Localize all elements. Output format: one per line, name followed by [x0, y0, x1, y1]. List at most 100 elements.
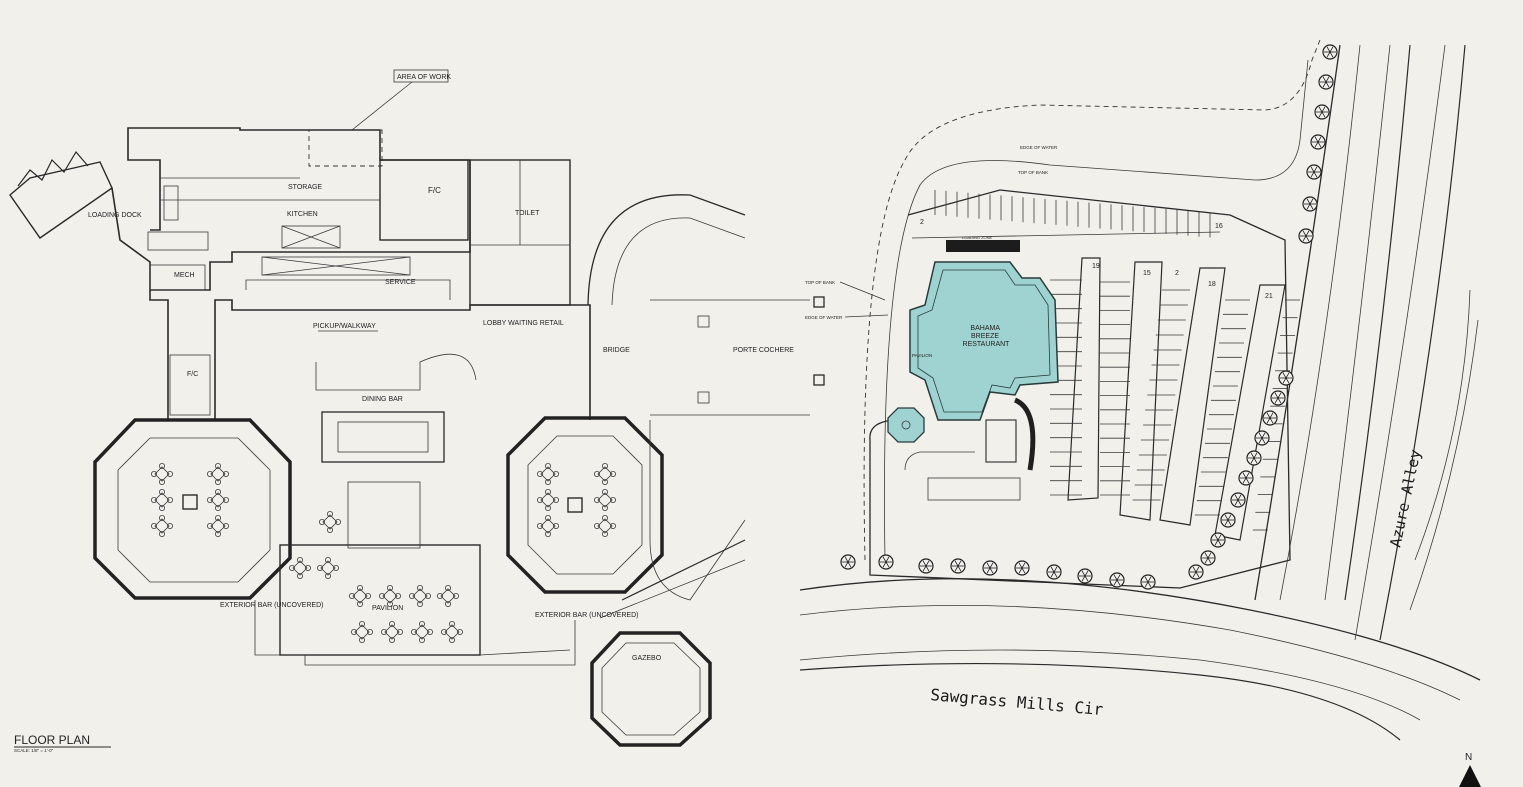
dining-bar-label: DINING BAR	[362, 396, 403, 403]
tree-icon	[950, 558, 966, 574]
bridge-label: BRIDGE	[603, 347, 630, 354]
dining-octagon-right	[506, 416, 664, 594]
tree-icon	[1278, 370, 1294, 386]
edge-of-water-top-label: EDGE OF WATER	[1020, 145, 1058, 150]
loading-zone-label: LOADING ZONE	[962, 235, 993, 240]
tree-icon	[1302, 196, 1318, 212]
restaurant-label-line2: BREEZE	[971, 333, 999, 340]
tree-icon	[918, 558, 934, 574]
table-19	[350, 621, 373, 644]
tree-icon	[840, 554, 856, 570]
lobby-label: LOBBY WAITING RETAIL	[483, 320, 564, 327]
table-10	[594, 462, 617, 485]
area-of-work-boundary	[308, 129, 383, 167]
mech-label: MECH	[174, 272, 195, 279]
toilet-label: TOILET	[515, 210, 540, 217]
tree-icon	[1322, 44, 1338, 60]
floor-plan: AREA OF WORK LOADING DOCK STORAGE KITCHE…	[9, 69, 810, 753]
table-15	[348, 585, 371, 608]
access-ramp	[1013, 397, 1036, 471]
column-right	[567, 497, 583, 513]
tree-icon	[1230, 492, 1246, 508]
tree-icon	[878, 554, 894, 570]
column-left	[182, 494, 198, 510]
floor-plan-title: FLOOR PLAN	[14, 733, 90, 747]
fc-top-label: F/C	[428, 186, 441, 195]
site-plan: EDGE OF WATER TOP OF BANK TOP OF BANK ED…	[799, 39, 1481, 787]
site-pavilion-label: PAVILION	[912, 353, 932, 358]
area-of-work-label: AREA OF WORK	[397, 74, 451, 81]
porte-cochere-label: PORTE COCHERE	[733, 347, 794, 354]
table-17	[408, 585, 431, 608]
table-20	[380, 621, 403, 644]
top-of-bank-left-label: TOP OF BANK	[805, 280, 835, 285]
road-label-sawgrass: Sawgrass Mills Cir	[930, 685, 1105, 719]
service-label: SERVICE	[385, 279, 416, 286]
dining-octagon-left	[93, 418, 292, 600]
service-counter	[245, 279, 451, 300]
tree-icon	[1318, 74, 1334, 90]
tree-icon	[1310, 134, 1326, 150]
tree-icon	[1014, 560, 1030, 576]
gazebo-outline	[590, 631, 712, 747]
table-6	[206, 488, 229, 511]
tree-icon	[1140, 574, 1156, 590]
site-gazebo	[887, 407, 925, 443]
tree-icon	[1238, 470, 1254, 486]
tree-icon	[1270, 390, 1286, 406]
tree-icon	[1188, 564, 1204, 580]
exterior-bar-right-label: EXTERIOR BAR (UNCOVERED)	[535, 612, 638, 619]
tree-icon	[1262, 410, 1278, 426]
dining-bar-well	[337, 421, 429, 453]
column-pc-2	[697, 391, 710, 404]
gazebo-label: GAZEBO	[632, 655, 662, 662]
fc-room-top	[379, 159, 469, 241]
tree-icon	[1314, 104, 1330, 120]
site-porte-cochere	[985, 419, 1017, 463]
cook-line	[261, 256, 411, 276]
restaurant-label: BAHAMA BREEZE RESTAURANT	[963, 325, 1011, 348]
site-trees	[840, 44, 1338, 590]
area-of-work-tag	[393, 69, 449, 83]
tree-icon	[1298, 228, 1314, 244]
table-12	[594, 515, 617, 538]
table-23	[318, 510, 341, 534]
pavilion-label: PAVILION	[372, 605, 403, 612]
table-11	[594, 488, 617, 511]
parking-lot-edge	[869, 189, 1291, 589]
table-14	[316, 557, 339, 580]
kitchen-hood	[281, 225, 341, 249]
restaurant-label-line3: RESTAURANT	[963, 341, 1011, 348]
scale-note: SCALE: 1/8" = 1'-0"	[14, 748, 54, 753]
front-of-house-walls	[149, 290, 591, 421]
tree-icon	[1246, 450, 1262, 466]
storage-label: STORAGE	[288, 184, 322, 191]
table-16	[378, 585, 401, 608]
stall-count-6: 18	[1208, 281, 1216, 288]
fc-left-label: F/C	[187, 371, 198, 378]
top-of-bank-top-label: TOP OF BANK	[1018, 170, 1048, 175]
stall-count-3: 19	[1092, 263, 1100, 270]
tree-icon	[1200, 550, 1216, 566]
table-18	[436, 585, 459, 608]
edge-of-water-left-label: EDGE OF WATER	[805, 315, 843, 320]
pavilion-area	[279, 544, 481, 656]
tree-icon	[1210, 532, 1226, 548]
table-3	[150, 515, 173, 538]
stall-count-4: 15	[1143, 270, 1151, 277]
callout-leader	[351, 81, 413, 131]
tree-icon	[1077, 568, 1093, 584]
parking-island-3	[1159, 267, 1226, 526]
dining-tables	[150, 462, 617, 644]
drop-off-stalls	[927, 477, 1021, 501]
table-5	[206, 515, 229, 538]
table-2	[150, 488, 173, 511]
parking-island-4	[1214, 284, 1286, 541]
stall-count-7: 21	[1265, 293, 1273, 300]
tree-icon	[1306, 164, 1322, 180]
restaurant-footprint	[909, 261, 1059, 421]
road-label-azure: Azure Alley	[1386, 448, 1424, 549]
top-of-bank-line	[884, 59, 1309, 561]
